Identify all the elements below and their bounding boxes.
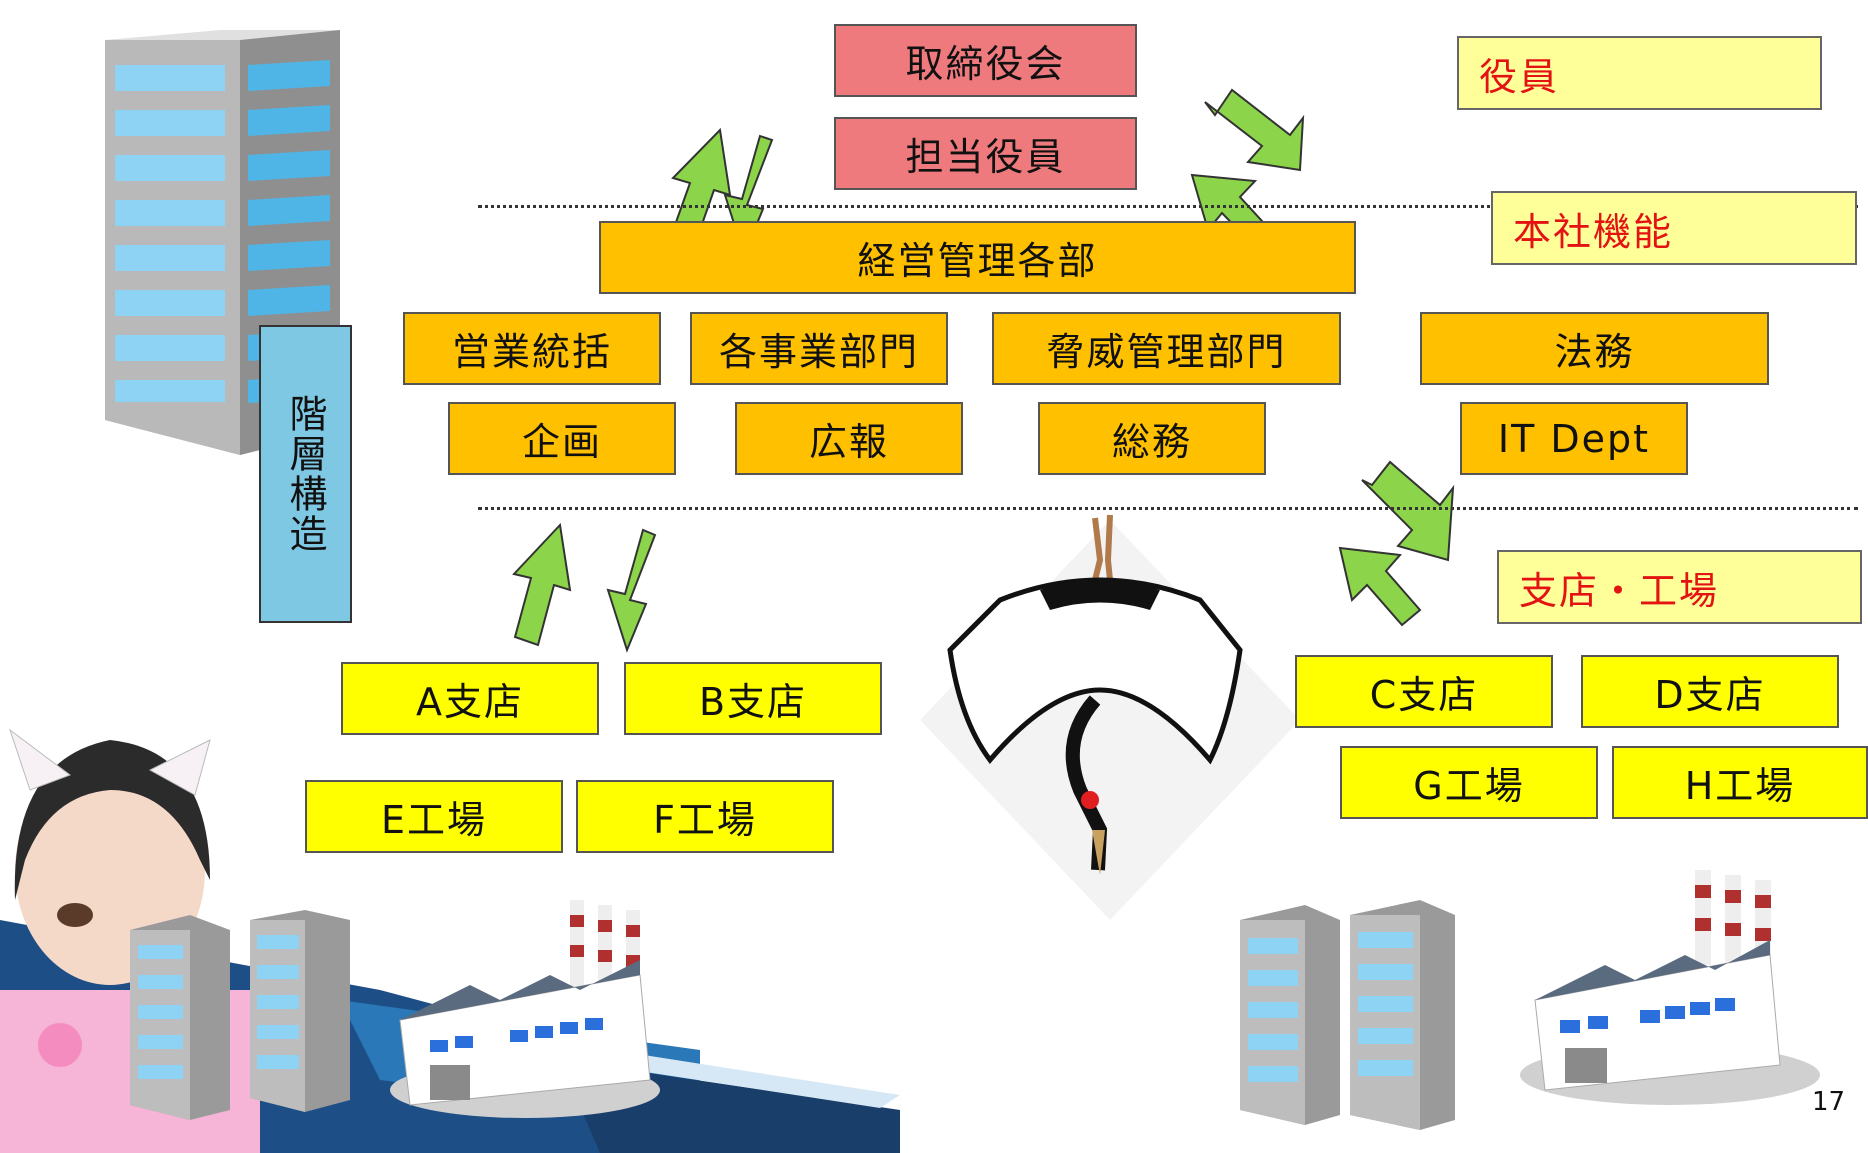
branch-box-d: D支店 [1581,655,1839,728]
branch-box-c: C支店 [1295,655,1553,728]
hq-box-sales: 営業統括 [403,312,661,385]
branch-box-b: B支店 [624,662,882,735]
hq-box-threat-mgmt: 脅威管理部門 [992,312,1341,385]
factory-right-icon [1520,870,1820,1105]
hq-box-planning: 企画 [448,402,676,475]
hq-box-general-affairs: 総務 [1038,402,1266,475]
factory-box-g: G工場 [1340,746,1598,819]
hq-box-business-units: 各事業部門 [690,312,948,385]
exec-box-board: 取締役会 [834,24,1137,97]
tier-label-headquarters: 本社機能 [1491,191,1857,265]
separator-exec-hq [478,205,1858,208]
branch-box-a: A支店 [341,662,599,735]
exec-box-officer: 担当役員 [834,117,1137,190]
side-label: 階層構造 [259,325,352,623]
hq-box-pr: 広報 [735,402,963,475]
factory-box-h: H工場 [1612,746,1868,819]
crane-emblem-icon [920,514,1300,920]
small-buildings-left-icon [130,910,350,1120]
tier-label-branch: 支店・工場 [1497,550,1862,624]
hq-main-box: 経営管理各部 [599,221,1356,294]
factory-left-icon [390,900,660,1118]
tier-label-executive: 役員 [1457,36,1822,110]
page-number: 17 [1812,1087,1846,1117]
buildings-right-icon [1240,900,1455,1130]
factory-box-f: F工場 [576,780,834,853]
separator-hq-branch [478,507,1858,510]
factory-box-e: E工場 [305,780,563,853]
hq-box-it: IT Dept [1460,402,1688,475]
hq-box-legal: 法務 [1420,312,1769,385]
